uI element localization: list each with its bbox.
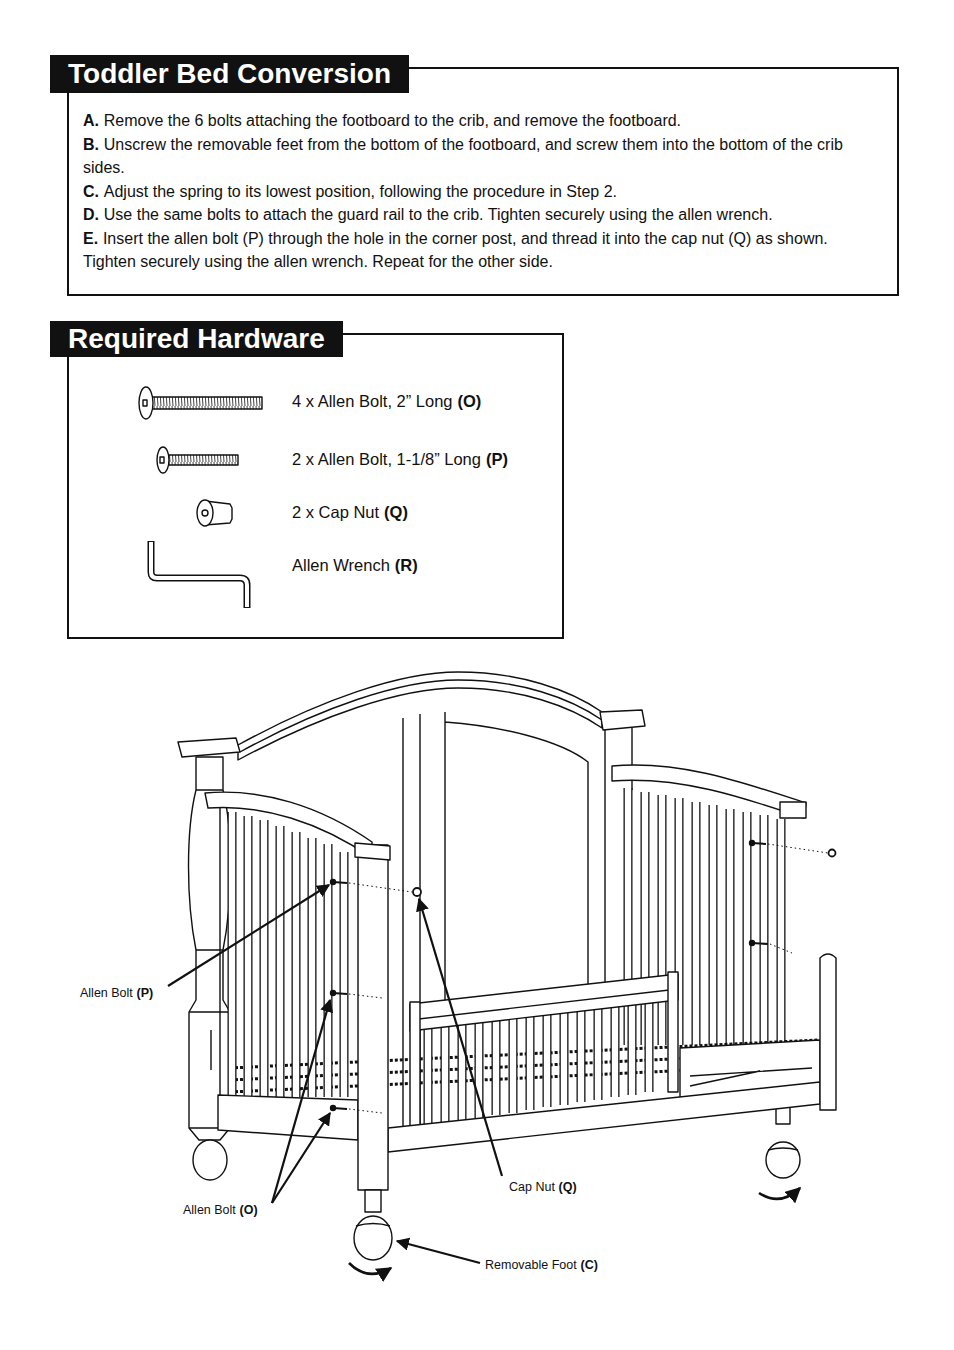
bolt-shaft: [168, 455, 238, 465]
headboard-cap: [600, 710, 645, 730]
leader-line: [397, 1241, 480, 1263]
step-letter: E.: [83, 230, 98, 247]
part-callout: Allen Bolt (O): [182, 1202, 259, 1218]
allen-wrench: [151, 541, 247, 608]
bolt: [333, 843, 768, 1109]
rotation-arrow: [349, 1263, 391, 1274]
bolt-head: [331, 880, 336, 885]
part-letter: (Q): [559, 1180, 577, 1194]
removable-foot: [766, 1142, 800, 1178]
headboard-cap: [178, 738, 240, 757]
hardware-item: 4 x Allen Bolt, 2” Long(O): [292, 391, 481, 411]
corner-post: [358, 845, 388, 1190]
corner-post: [820, 954, 836, 1110]
hardware-item: Allen Wrench (R): [292, 555, 418, 575]
bolt-head: [157, 447, 169, 473]
cap-nut-head: [197, 500, 213, 526]
foot-detail: [768, 1148, 798, 1150]
hardware-name: 4 x Allen Bolt, 2” Long: [292, 392, 453, 410]
headboard-post: [189, 757, 231, 1140]
part-name: Allen Bolt: [183, 1203, 236, 1217]
corner-cap: [355, 843, 390, 860]
hardware-item: 2 x Cap Nut (Q): [292, 502, 408, 522]
side-top-rail: [612, 765, 806, 818]
part-name: Allen Bolt: [80, 986, 133, 1000]
bolt-head: [331, 991, 336, 996]
step-letter: C.: [83, 183, 99, 200]
side-slats-fill: [232, 812, 344, 1097]
step-letter: A.: [83, 112, 99, 129]
hardware-name: 2 x Cap Nut: [292, 503, 379, 521]
leader-line: [272, 1113, 330, 1203]
section-heading: Toddler Bed Conversion: [50, 55, 409, 93]
step-text: Unscrew the removable feet from the bott…: [83, 136, 843, 177]
instruction-step: D. Use the same bolts to attach the guard…: [83, 203, 869, 227]
bolt-path: [349, 844, 828, 1113]
hardware-name: Allen Wrench: [292, 556, 390, 574]
step-text: Insert the allen bolt (P) through the ho…: [83, 230, 828, 271]
part-callout: Allen Bolt (P): [79, 985, 154, 1001]
bolt-head: [139, 387, 153, 419]
bolt-socket: [143, 400, 147, 406]
part-callout: Removable Foot(C): [484, 1257, 599, 1273]
guard-post: [410, 1002, 420, 1140]
removable-foot: [354, 1216, 392, 1260]
part-letter: (O): [457, 392, 481, 410]
bolt-socket: [160, 457, 164, 463]
part-letter: (O): [240, 1203, 258, 1217]
side-slats-outline: [232, 812, 344, 1097]
bolt-shaft: [150, 397, 262, 409]
part-letter: (Q): [384, 503, 408, 521]
cap-nut: [413, 888, 421, 896]
foot-stub: [365, 1190, 381, 1212]
allen-wrench-fill: [151, 542, 247, 607]
part-letter: (C): [580, 1258, 597, 1272]
bolt-head: [750, 941, 755, 946]
side-top-rail: [205, 792, 372, 858]
end-rail-detail: [690, 1068, 812, 1086]
post-foot: [193, 1140, 227, 1180]
instruction-step: B.Unscrew the removable feet from the bo…: [83, 133, 869, 180]
hardware-item: 2 x Allen Bolt, 1-1/8” Long (P): [292, 449, 508, 469]
cap-nut-socket: [202, 510, 208, 516]
part-callout: Cap Nut (Q): [508, 1179, 578, 1195]
step-text: Adjust the spring to its lowest position…: [104, 183, 617, 200]
instruction-step: A. Remove the 6 bolts attaching the footb…: [83, 109, 869, 133]
instruction-step: C. Adjust the spring to its lowest positi…: [83, 180, 869, 204]
guard-post: [668, 972, 678, 1092]
side-cap: [780, 802, 806, 818]
bolt-head: [750, 841, 755, 846]
foot-detail: [356, 1224, 390, 1227]
part-name: Removable Foot: [485, 1258, 577, 1272]
instruction-panel: Toddler Bed ConversionA.Remove the 6 bol…: [67, 67, 899, 296]
step-letter: B.: [83, 136, 99, 153]
hardware-panel: Required Hardware4 x Allen Bolt, 2” Long…: [67, 333, 564, 639]
instruction-step: E.Insert the allen bolt (P) through the …: [83, 227, 869, 274]
part-name: Cap Nut: [509, 1180, 555, 1194]
part-letter: (P): [486, 450, 508, 468]
leader-line: [419, 899, 502, 1176]
step-text: Remove the 6 bolts attaching the footboa…: [104, 112, 681, 129]
step-letter: D.: [83, 206, 99, 223]
cap-nut: [829, 850, 836, 857]
step-text: Use the same bolts to attach the guard r…: [104, 206, 773, 223]
part-letter: (R): [395, 556, 418, 574]
part-letter: (P): [137, 986, 154, 1000]
leader-line: [272, 1000, 330, 1203]
rotation-arrow: [759, 1188, 800, 1199]
bolt-head: [331, 1106, 336, 1111]
front-bottom-rail: [388, 1082, 820, 1152]
leader-line: [168, 885, 329, 986]
section-heading: Required Hardware: [50, 321, 343, 357]
side-stile: [219, 800, 220, 1095]
hardware-name: 2 x Allen Bolt, 1-1/8” Long: [292, 450, 481, 468]
side-bottom-rail: [218, 1095, 358, 1140]
